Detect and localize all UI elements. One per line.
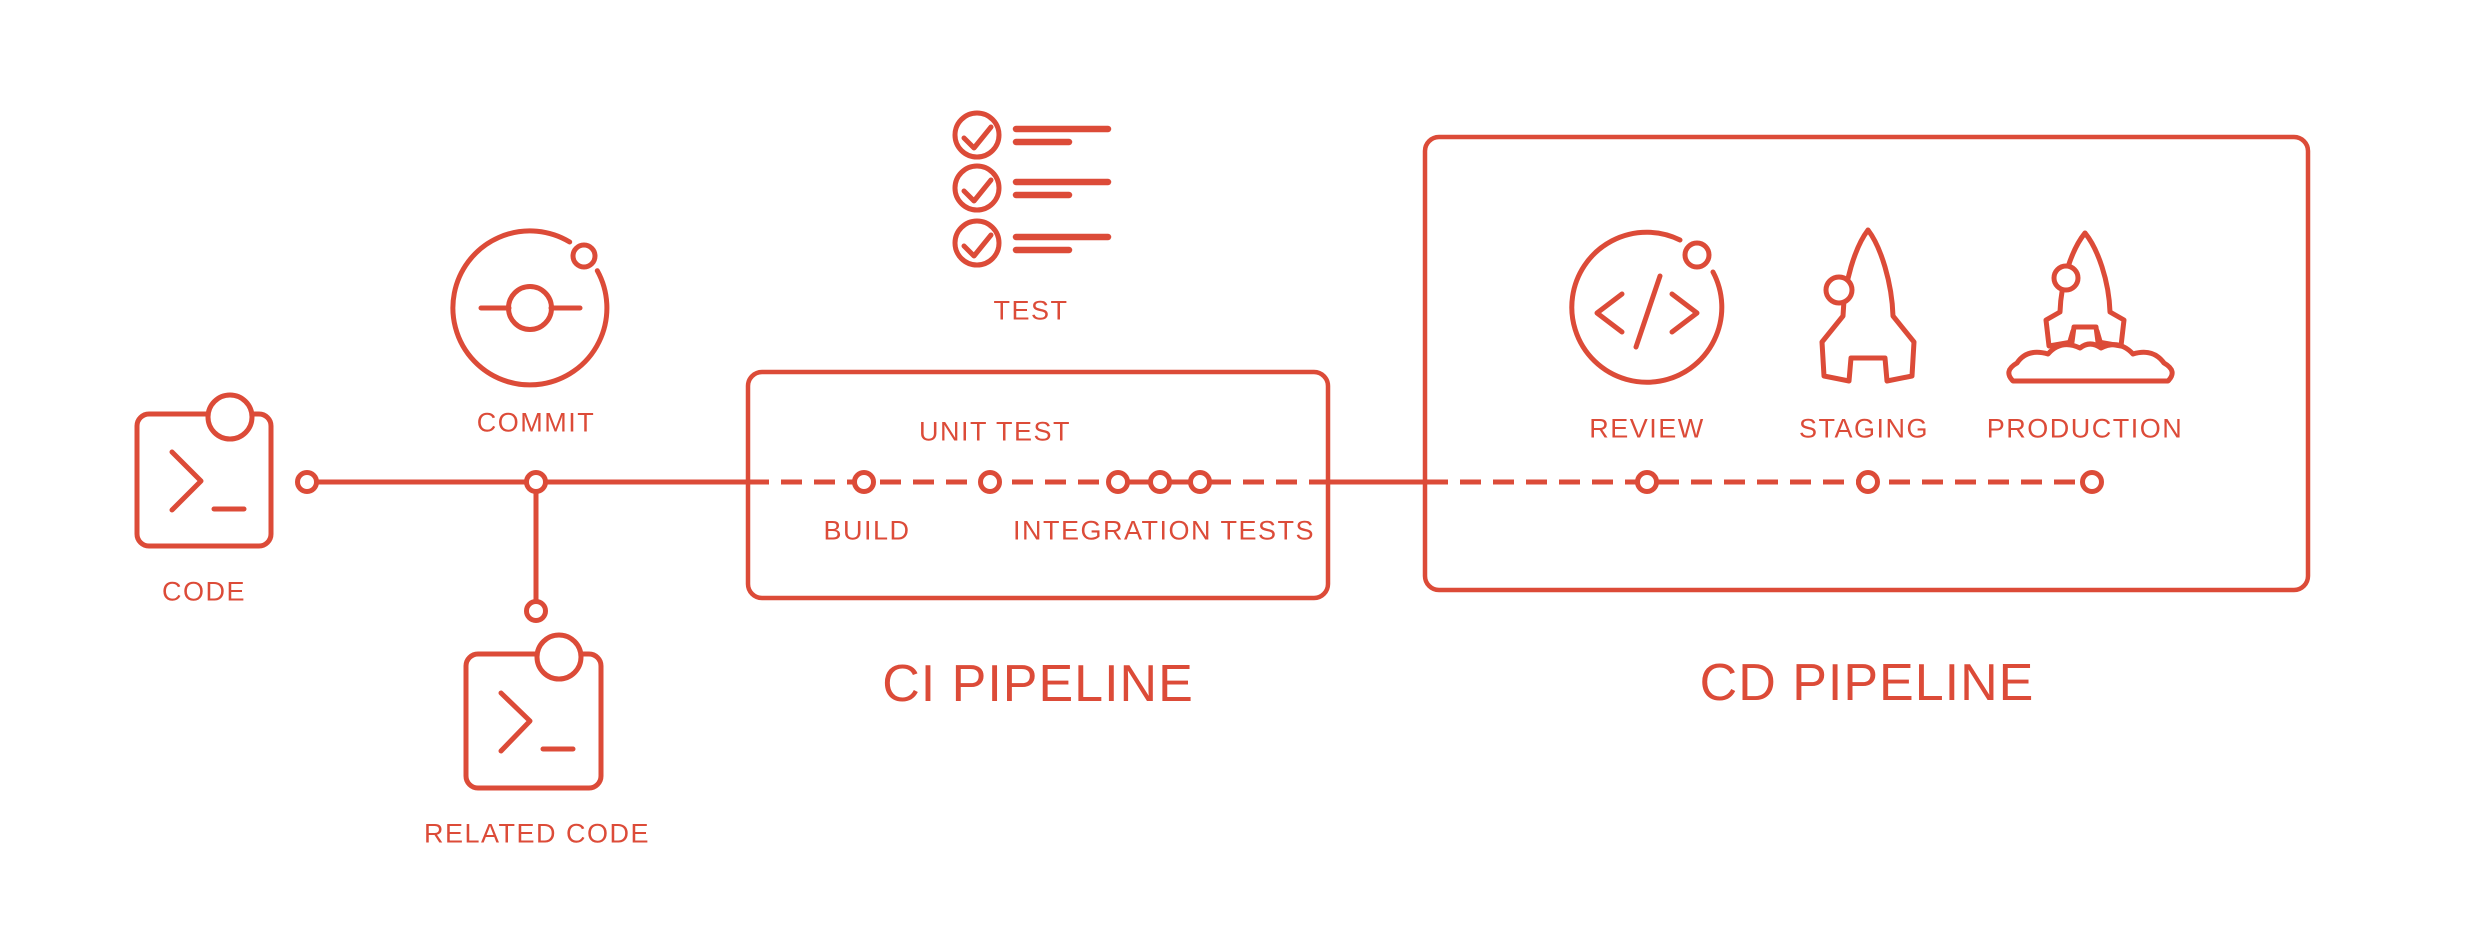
code-label: CODE bbox=[161, 576, 247, 607]
commit-icon bbox=[450, 228, 610, 388]
test-checklist-icon bbox=[952, 110, 1112, 268]
production-label: PRODUCTION bbox=[1986, 413, 2184, 444]
review-label: REVIEW bbox=[1589, 413, 1705, 444]
code-icon bbox=[134, 392, 274, 549]
node-integration-2 bbox=[1148, 470, 1172, 494]
pipeline-nodes bbox=[295, 470, 2104, 623]
commit-label: COMMIT bbox=[476, 407, 596, 438]
checklist-row-1 bbox=[952, 110, 1112, 160]
node-build bbox=[852, 470, 876, 494]
integration-tests-label: INTEGRATION TESTS bbox=[1012, 515, 1316, 546]
cd-pipeline-box bbox=[1422, 134, 2311, 593]
smoke-cloud bbox=[2006, 341, 2175, 384]
related-code-icon bbox=[463, 632, 604, 791]
production-rocket-launch-icon bbox=[2006, 230, 2175, 384]
checklist-row-3 bbox=[952, 218, 1112, 268]
node-integration-1 bbox=[1106, 470, 1130, 494]
node-integration-3 bbox=[1188, 470, 1212, 494]
ci-pipeline-title: CI PIPELINE bbox=[882, 655, 1194, 713]
node-related-code bbox=[524, 599, 548, 623]
node-commit bbox=[524, 470, 548, 494]
unit-test-label: UNIT TEST bbox=[918, 416, 1072, 447]
staging-rocket-icon bbox=[1819, 227, 1917, 384]
ci-pipeline-box bbox=[745, 369, 1331, 601]
node-staging bbox=[1856, 470, 1880, 494]
node-unit-test bbox=[978, 470, 1002, 494]
review-code-icon bbox=[1569, 229, 1725, 385]
node-production bbox=[2080, 470, 2104, 494]
build-label: BUILD bbox=[823, 515, 911, 546]
test-label: TEST bbox=[993, 295, 1069, 326]
cd-pipeline-title: CD PIPELINE bbox=[1699, 654, 2035, 712]
node-code bbox=[295, 470, 319, 494]
related-code-label: RELATED CODE bbox=[423, 818, 651, 849]
checklist-row-2 bbox=[952, 163, 1112, 213]
staging-label: STAGING bbox=[1798, 413, 1930, 444]
node-review bbox=[1635, 470, 1659, 494]
